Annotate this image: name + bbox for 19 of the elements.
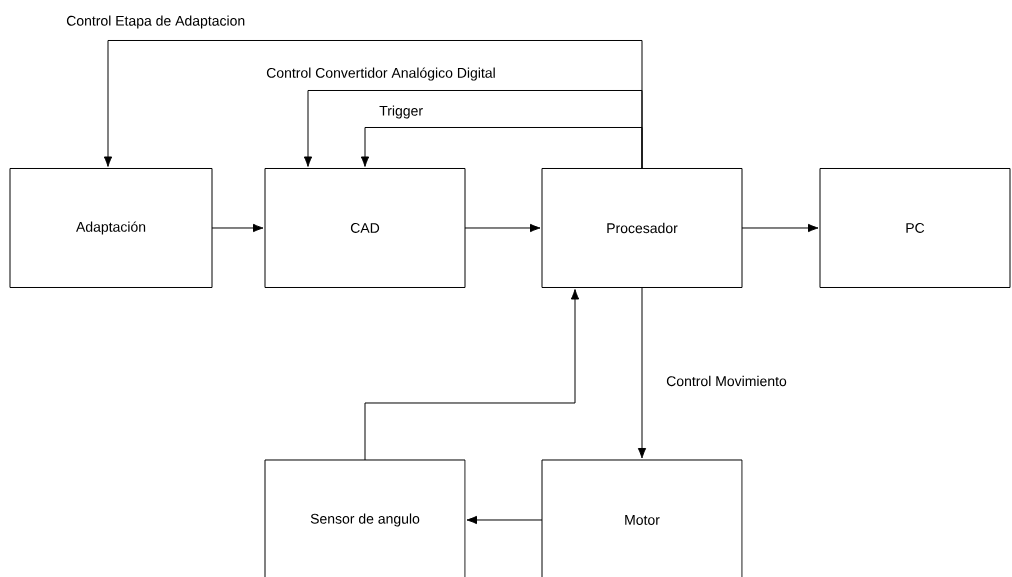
arrow — [464, 223, 541, 233]
arrow — [741, 223, 819, 233]
process-box: Adaptación — [9, 168, 213, 288]
process-box: Sensor de angulo — [264, 459, 466, 577]
arrow — [637, 287, 647, 459]
arrow — [303, 90, 643, 169]
edge-label: Control Etapa de Adaptacion — [66, 15, 245, 29]
arrow — [211, 223, 264, 233]
arrow — [466, 515, 543, 525]
edge-label: Control Convertidor Analógico Digital — [266, 67, 495, 81]
arrow — [103, 40, 643, 169]
arrow — [364, 289, 580, 461]
edge-label: Control Movimiento — [666, 375, 787, 387]
arrow — [360, 127, 643, 169]
edge-label: Trigger — [379, 105, 423, 119]
process-box: PC — [819, 168, 1011, 288]
process-box: Motor — [541, 459, 743, 577]
process-box: CAD — [264, 168, 466, 288]
process-box: Procesador — [541, 168, 743, 288]
